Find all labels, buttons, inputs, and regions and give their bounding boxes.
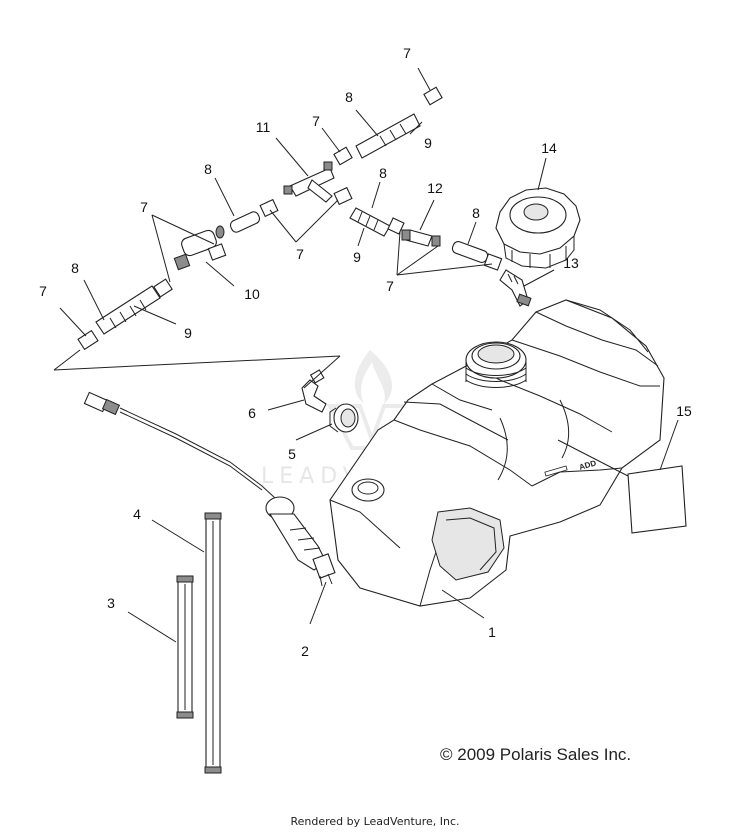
callout-8-left: 8 xyxy=(71,260,79,276)
callout-11: 11 xyxy=(256,119,271,135)
callout-10: 10 xyxy=(244,286,260,302)
callout-7-left: 7 xyxy=(140,199,148,215)
callout-14: 14 xyxy=(541,140,557,156)
callout-2: 2 xyxy=(301,643,309,659)
leader-lines xyxy=(53,67,679,643)
fuel-cap xyxy=(495,187,581,269)
fuel-hose-left xyxy=(77,278,173,351)
callout-8-mid: 8 xyxy=(204,161,212,177)
copyright-notice: © 2009 Polaris Sales Inc. xyxy=(440,745,632,764)
callout-9-left: 9 xyxy=(184,325,192,341)
callout-6: 6 xyxy=(248,405,256,421)
check-valve xyxy=(401,229,441,247)
fuel-hose-right xyxy=(451,241,503,271)
tee-fitting xyxy=(283,161,353,206)
callout-7-upper: 7 xyxy=(312,113,320,129)
callout-9-center: 9 xyxy=(353,249,361,265)
callout-8-top: 8 xyxy=(345,89,353,105)
callout-15: 15 xyxy=(676,403,692,419)
callout-5: 5 xyxy=(288,446,296,462)
callout-numbers: 1 2 3 4 5 6 7 7 7 7 7 7 8 8 8 8 8 9 9 9 … xyxy=(39,45,692,659)
tank-strap-short xyxy=(176,575,194,719)
fuel-hose-mid xyxy=(229,198,279,233)
fuel-decal xyxy=(627,465,687,534)
callout-12: 12 xyxy=(427,180,443,196)
callout-9-top: 9 xyxy=(424,135,432,151)
callout-8-center: 8 xyxy=(379,165,387,181)
fuel-tank: ADD xyxy=(329,299,665,607)
tank-strap-long xyxy=(204,512,222,774)
callout-7-top: 7 xyxy=(403,45,411,61)
fuel-sender xyxy=(83,391,336,587)
callout-13: 13 xyxy=(563,255,579,271)
callout-1: 1 xyxy=(488,624,496,640)
filler-neck xyxy=(465,341,527,388)
fuel-hose-top xyxy=(333,86,443,166)
callout-7-right: 7 xyxy=(386,278,394,294)
callout-4: 4 xyxy=(133,506,141,522)
fuel-hose-center xyxy=(349,207,405,237)
callout-7-center: 7 xyxy=(296,246,304,262)
vent-fitting xyxy=(499,269,532,307)
grommet xyxy=(329,403,359,433)
vent-elbow xyxy=(301,369,327,413)
callout-8-right: 8 xyxy=(472,205,480,221)
rendered-by-footer: Rendered by LeadVenture, Inc. xyxy=(290,815,460,828)
callout-3: 3 xyxy=(107,595,115,611)
fuel-filter xyxy=(173,225,227,271)
callout-7-far-left: 7 xyxy=(39,283,47,299)
